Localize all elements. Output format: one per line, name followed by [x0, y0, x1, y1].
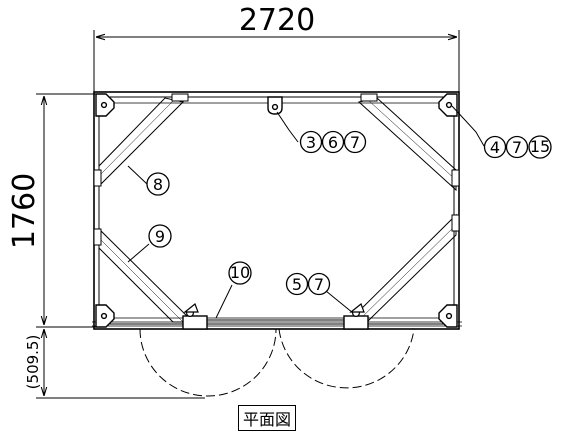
callout-8: 8: [146, 172, 170, 196]
brace-brackets: [93, 93, 460, 246]
door-swing-dimension: [36, 329, 205, 399]
depth-dimension-label: 1760: [7, 173, 42, 249]
callout-4-7-15: 4 7 15: [483, 135, 552, 159]
callout-number: 6: [328, 133, 338, 152]
depth-dimension: [36, 93, 96, 328]
callout-5-7: 5 7: [285, 272, 331, 296]
corner-bracket-top-left: [95, 93, 115, 117]
door-swing-arcs: [139, 328, 415, 397]
door-track: [182, 303, 369, 330]
corner-brackets: [95, 93, 458, 328]
callout-number: 7: [314, 275, 324, 294]
callout-number: 7: [512, 138, 522, 157]
callout-number: 8: [153, 175, 163, 194]
width-dimension-label: 2720: [239, 3, 315, 38]
callout-number: 10: [230, 263, 250, 282]
plan-view-caption: 平面図: [238, 405, 296, 431]
frame-outline: [92, 91, 462, 330]
width-dimension: [93, 30, 460, 92]
door-swing-dimension-label: (509.5): [24, 335, 42, 390]
callout-number: 3: [306, 133, 316, 152]
callout-number: 5: [292, 275, 302, 294]
corner-bracket-bottom-right: [438, 304, 458, 328]
callout-3-6-7: 3 6 7: [299, 130, 367, 154]
callout-number: 15: [530, 137, 550, 156]
callout-10: 10: [228, 261, 252, 285]
corner-bracket-top-right: [438, 93, 458, 117]
callout-9: 9: [148, 224, 172, 248]
callout-number: 4: [490, 138, 500, 157]
leader-lines: [127, 105, 485, 319]
callout-number: 7: [350, 133, 360, 152]
callout-number: 9: [155, 227, 165, 246]
diagonal-braces: [98, 97, 457, 323]
corner-bracket-bottom-left: [95, 304, 115, 328]
top-center-fitting: [267, 96, 283, 115]
